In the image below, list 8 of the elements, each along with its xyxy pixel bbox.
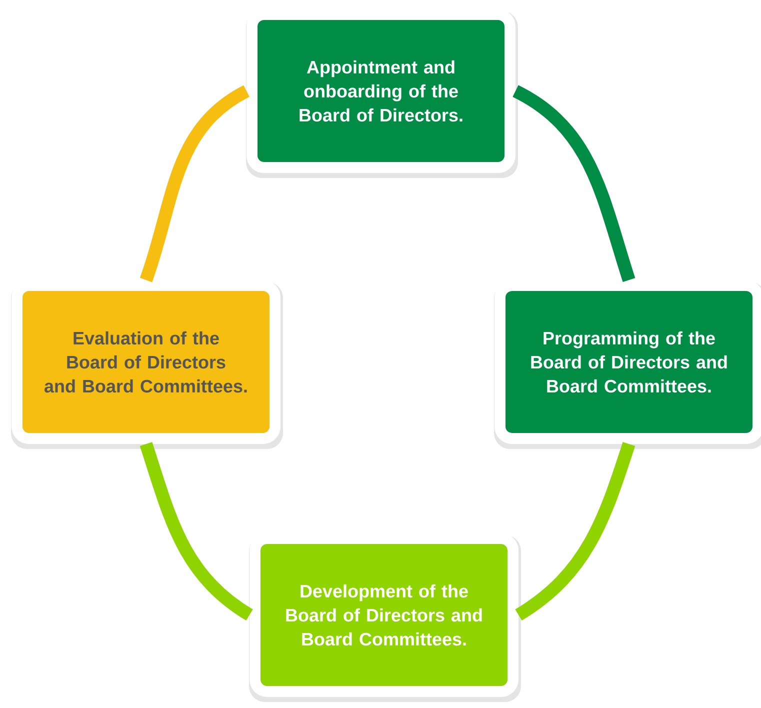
ring-arc: [514, 442, 636, 620]
ring-arc: [140, 85, 250, 282]
ring-arc: [140, 442, 254, 620]
process-box: Evaluation of the Board of Directors and Board Committees.: [11, 280, 283, 449]
ring-arc: [512, 85, 636, 282]
process-box: Programming of the Board of Directors and Board Committees.: [494, 280, 761, 449]
process-box: Appointment and onboarding of the Board of Directors.: [246, 8, 518, 178]
process-box: Development of the Board of Directors and Board Committees.: [249, 532, 521, 702]
